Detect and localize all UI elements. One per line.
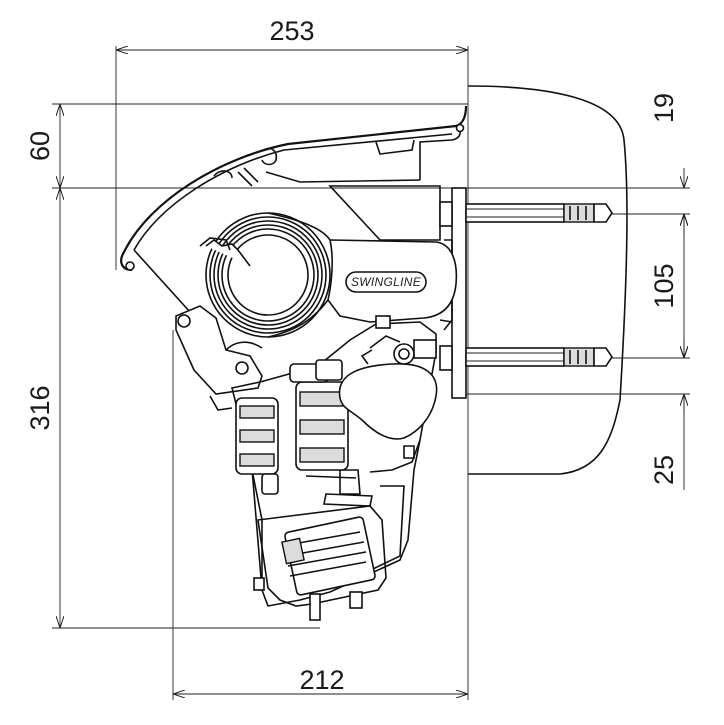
dim-right-middle: 105 [649,263,679,308]
shoulder-joint [175,305,263,395]
small-fittings [199,237,437,459]
upper-mounting-bolt [439,201,613,227]
dim-left-total: 316 [25,385,55,430]
dim-right-top: 19 [649,93,679,123]
wall-outline [467,85,628,475]
pivot-knuckle [338,335,438,440]
extension-lines [52,46,690,700]
dim-bottom-width: 212 [299,665,344,695]
swingline-logo-badge [345,271,427,293]
lower-mounting-bolt [439,345,613,371]
swingline-logo-text: SWINGLINE [351,275,422,289]
dim-top-width: 253 [269,16,314,46]
dimension-lines [60,50,684,694]
arm-spring-cylinders [235,359,349,495]
arm-head: SWINGLINE [205,212,458,338]
dim-right-bottom: 25 [649,455,679,485]
dim-left-upper: 60 [25,131,55,161]
wall-bracket [328,185,467,399]
lower-guide [253,505,387,621]
